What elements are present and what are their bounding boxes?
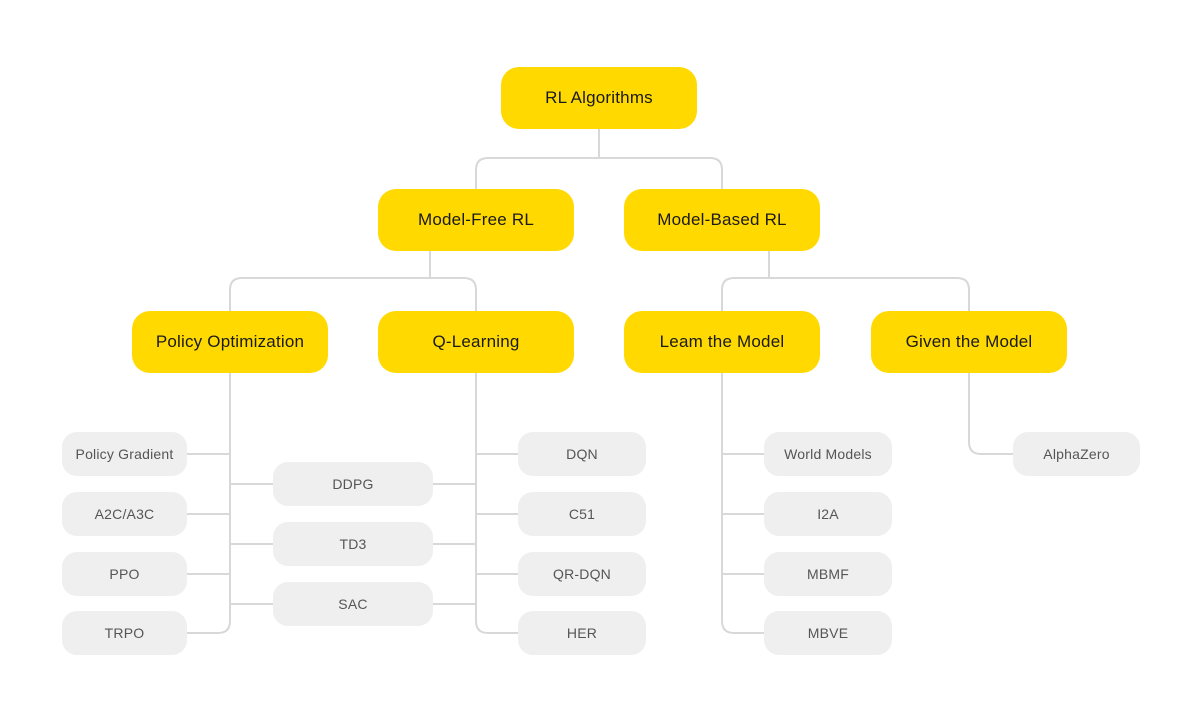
node-ddpg: DDPG [273, 462, 433, 506]
node-policy-optimization: Policy Optimization [132, 311, 328, 373]
node-trpo: TRPO [62, 611, 187, 655]
node-td3: TD3 [273, 522, 433, 566]
connector-model-based-split [721, 277, 970, 311]
connector-learn-the-model-trunk [721, 373, 764, 634]
node-ppo: PPO [62, 552, 187, 596]
node-policy-gradient: Policy Gradient [62, 432, 187, 476]
node-q-learning: Q-Learning [378, 311, 574, 373]
node-model-based-rl: Model-Based RL [624, 189, 820, 251]
node-given-the-model: Given the Model [871, 311, 1067, 373]
connector-model-free-split [229, 277, 477, 311]
node-mbve: MBVE [764, 611, 892, 655]
node-world-models: World Models [764, 432, 892, 476]
node-rl-algorithms: RL Algorithms [501, 67, 697, 129]
node-c51: C51 [518, 492, 646, 536]
node-mbmf: MBMF [764, 552, 892, 596]
connector-policy-optimization-trunk [187, 373, 231, 634]
node-a2c-a3c: A2C/A3C [62, 492, 187, 536]
connector-root-split [475, 157, 723, 189]
node-i2a: I2A [764, 492, 892, 536]
node-her: HER [518, 611, 646, 655]
node-dqn: DQN [518, 432, 646, 476]
node-learn-the-model: Leam the Model [624, 311, 820, 373]
node-sac: SAC [273, 582, 433, 626]
node-qr-dqn: QR-DQN [518, 552, 646, 596]
node-alphazero: AlphaZero [1013, 432, 1140, 476]
node-model-free-rl: Model-Free RL [378, 189, 574, 251]
connector-q-learning-trunk [475, 373, 518, 634]
connector-given-the-model-trunk [968, 373, 1013, 455]
